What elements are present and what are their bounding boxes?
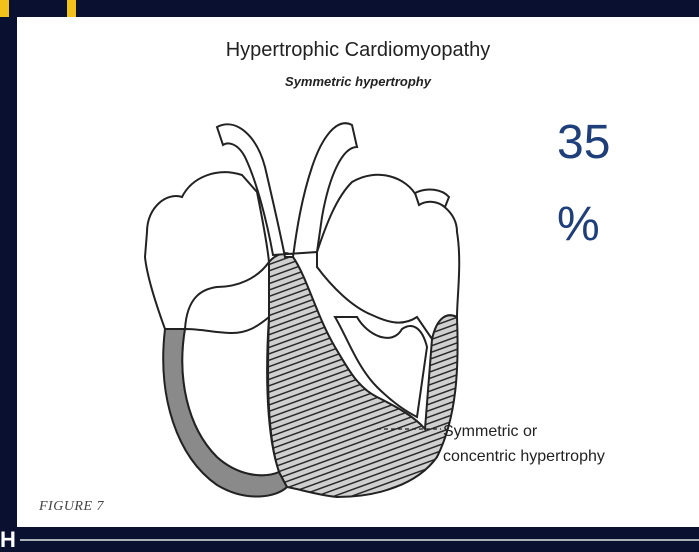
figure-panel: Hypertrophic Cardiomyopathy Symmetric hy… bbox=[17, 17, 699, 527]
left-strip bbox=[0, 17, 17, 552]
right-atrium bbox=[145, 172, 269, 329]
top-bar bbox=[0, 0, 699, 17]
footer-rule bbox=[20, 539, 699, 541]
hypertrophy-callout: Symmetric or concentric hypertrophy bbox=[443, 419, 693, 469]
figure-label: FIGURE 7 bbox=[39, 499, 104, 515]
bottom-bar: H bbox=[0, 527, 699, 552]
stat-percentage: 35 % bbox=[557, 102, 657, 266]
callout-line-2: concentric hypertrophy bbox=[443, 444, 693, 469]
stat-unit: % bbox=[557, 184, 657, 266]
footer-fragment: H bbox=[0, 529, 16, 551]
callout-line-1: Symmetric or bbox=[443, 419, 693, 444]
stat-value: 35 bbox=[557, 102, 657, 184]
